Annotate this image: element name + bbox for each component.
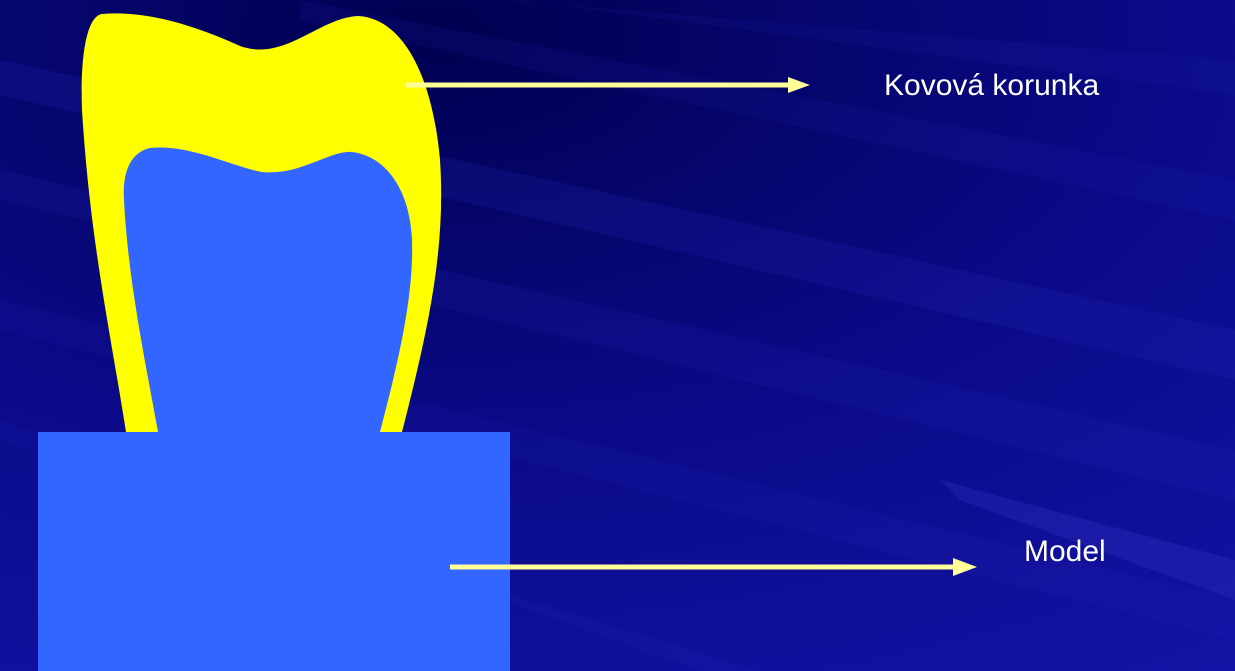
arrow-model <box>450 558 977 576</box>
model-block <box>38 432 510 671</box>
tooth-stump-shape <box>123 147 413 432</box>
model-label: Model <box>1024 535 1106 568</box>
crown-label: Kovová korunka <box>884 69 1100 102</box>
arrow-crown <box>406 77 810 93</box>
